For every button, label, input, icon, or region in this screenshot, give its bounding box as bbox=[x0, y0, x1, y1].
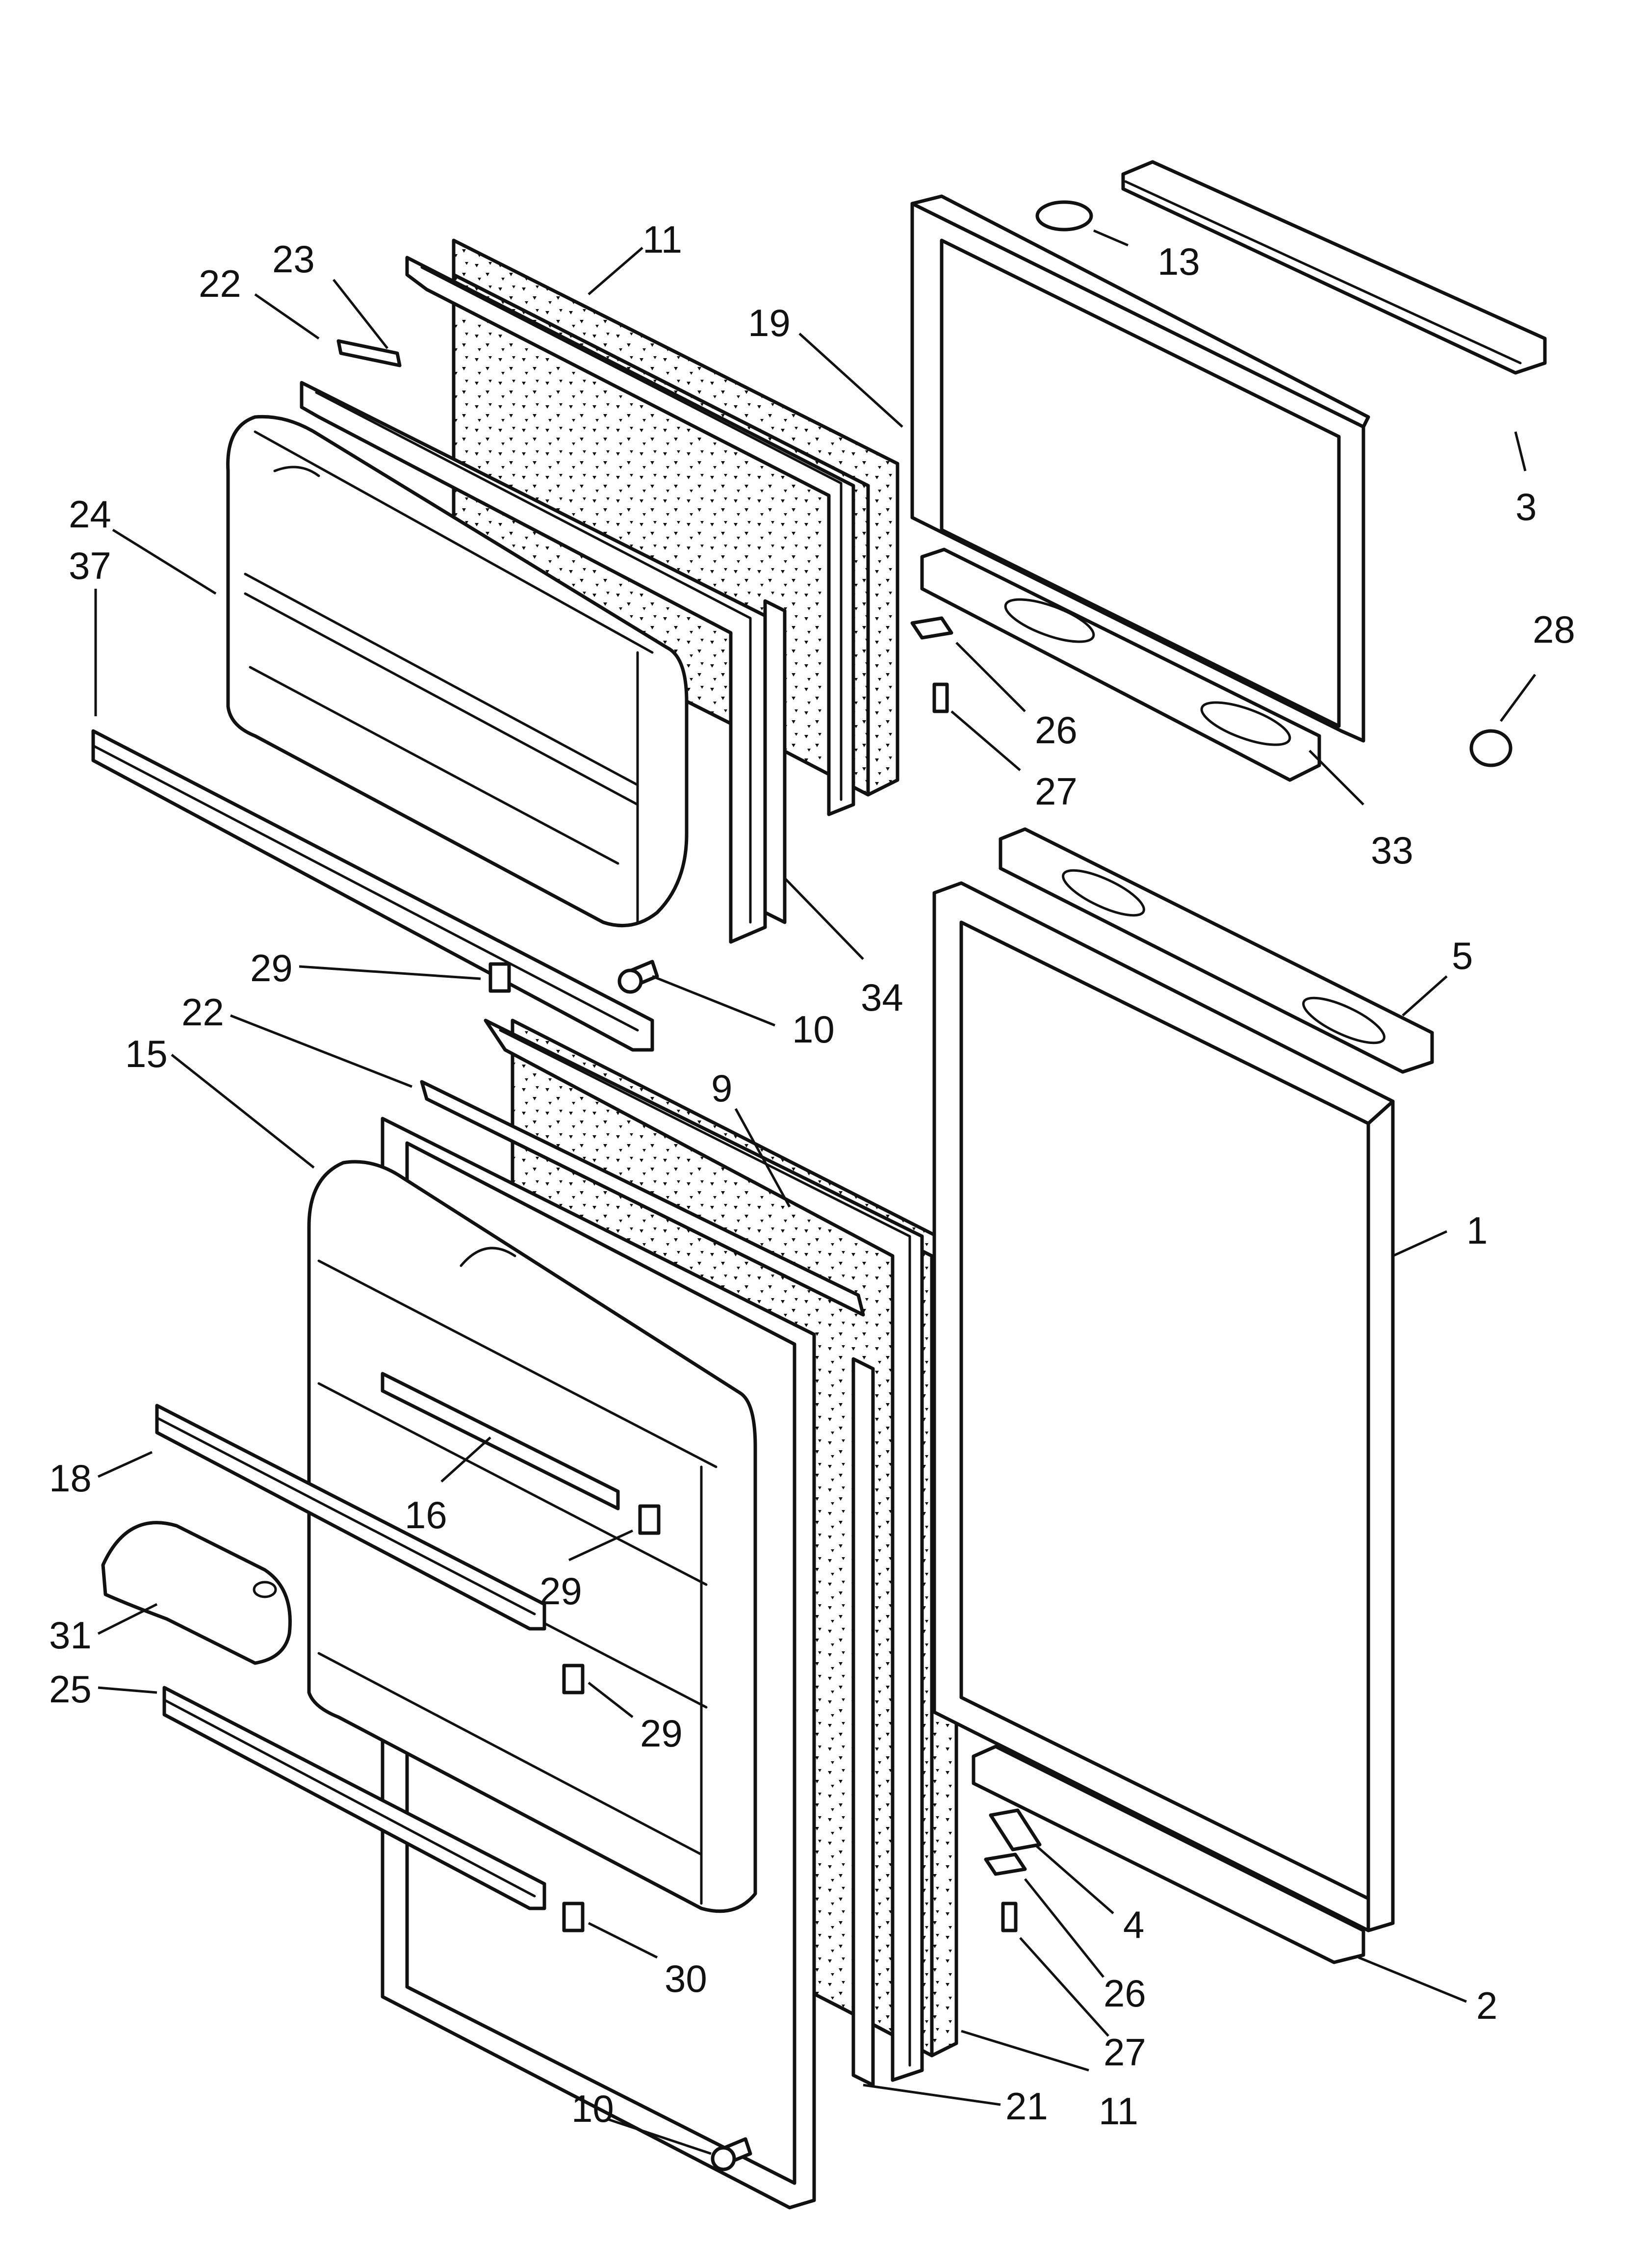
fresh-food-gasket-9 bbox=[484, 1018, 924, 2082]
callout-34: 34 bbox=[861, 976, 903, 1019]
freezer-hinge-strip bbox=[763, 599, 787, 924]
bottom-trim-2 bbox=[972, 1745, 1365, 1964]
callout-23: 23 bbox=[272, 237, 315, 281]
callout-16: 16 bbox=[405, 1493, 447, 1537]
callout-18: 18 bbox=[49, 1457, 92, 1500]
callout-13: 13 bbox=[1157, 240, 1200, 283]
callout-25: 25 bbox=[49, 1668, 92, 1711]
callout-4: 4 bbox=[1123, 1903, 1144, 1946]
freezer-shelf-rail bbox=[91, 729, 654, 1052]
top-trim-3 bbox=[1121, 160, 1547, 375]
callout-27-upper: 27 bbox=[1035, 770, 1078, 813]
door-shelf-rail-25 bbox=[162, 1686, 546, 1910]
clip-29-mid bbox=[638, 1504, 661, 1535]
callout-22-lower: 22 bbox=[181, 991, 224, 1034]
fresh-food-outer-door bbox=[932, 827, 1434, 1964]
callout-24: 24 bbox=[69, 493, 111, 536]
fresh-food-door-assembly bbox=[101, 1018, 958, 2210]
dairy-door-31 bbox=[101, 1521, 292, 1665]
callout-29-mid: 29 bbox=[539, 1569, 582, 1613]
callout-19: 19 bbox=[748, 301, 791, 344]
callout-29-lower: 29 bbox=[640, 1712, 683, 1755]
callout-30: 30 bbox=[665, 1957, 707, 2000]
callout-28: 28 bbox=[1533, 608, 1575, 651]
callout-11-lower: 11 bbox=[1099, 2089, 1138, 2133]
callout-33: 33 bbox=[1371, 829, 1413, 872]
freezer-door-face bbox=[940, 238, 1341, 728]
callout-11-upper: 11 bbox=[642, 218, 682, 261]
callout-10-lower: 10 bbox=[571, 2087, 614, 2130]
freezer-door-assembly bbox=[91, 238, 899, 1052]
freezer-door-gasket bbox=[405, 256, 855, 816]
hinge-26-lower bbox=[984, 1852, 1027, 1876]
freezer-door-inner-liner bbox=[226, 415, 689, 928]
fresh-food-hinge-strip bbox=[851, 1357, 875, 2087]
leader-lines bbox=[94, 229, 1537, 2155]
screw-10-upper bbox=[617, 960, 659, 994]
hinge-26-upper bbox=[910, 616, 953, 640]
clip-30 bbox=[562, 1902, 585, 1932]
clip-29-lower bbox=[562, 1664, 585, 1694]
callout-15: 15 bbox=[125, 1032, 168, 1075]
plug-28 bbox=[1469, 729, 1513, 767]
screw-10-lower bbox=[711, 2137, 752, 2171]
hinge-4 bbox=[989, 1808, 1042, 1851]
freezer-trim-22 bbox=[336, 339, 402, 367]
fresh-food-trim-22 bbox=[420, 1080, 865, 1317]
callout-1: 1 bbox=[1466, 1209, 1488, 1252]
callout-26-lower: 26 bbox=[1103, 1972, 1146, 2015]
callout-2: 2 bbox=[1476, 1984, 1497, 2027]
callout-10-upper: 10 bbox=[792, 1008, 835, 1051]
fresh-food-top-handle-5 bbox=[999, 827, 1434, 1074]
callout-37: 37 bbox=[69, 544, 111, 587]
callout-3: 3 bbox=[1515, 485, 1537, 528]
callout-5: 5 bbox=[1452, 934, 1473, 977]
callout-21: 21 bbox=[1005, 2085, 1048, 2128]
freezer-bottom-handle-33 bbox=[920, 547, 1321, 782]
freezer-outer-door bbox=[910, 160, 1547, 782]
grommet-13 bbox=[1035, 200, 1093, 232]
screw-27-upper bbox=[932, 682, 949, 713]
shelf-bar-16 bbox=[381, 1372, 620, 1511]
callout-29-upper: 29 bbox=[250, 946, 293, 990]
screw-27-lower bbox=[1001, 1902, 1018, 1932]
callout-27-lower: 27 bbox=[1103, 2031, 1146, 2074]
callout-9: 9 bbox=[711, 1067, 732, 1110]
callout-26-upper: 26 bbox=[1035, 708, 1078, 752]
fresh-food-door-inner-liner-15 bbox=[307, 1160, 757, 1913]
clip-29-upper bbox=[488, 962, 511, 993]
callout-22-upper: 22 bbox=[199, 262, 241, 305]
callout-31: 31 bbox=[49, 1614, 92, 1657]
callout-labels: 11 23 22 24 37 19 13 3 28 26 27 33 5 29 … bbox=[49, 218, 1575, 2133]
